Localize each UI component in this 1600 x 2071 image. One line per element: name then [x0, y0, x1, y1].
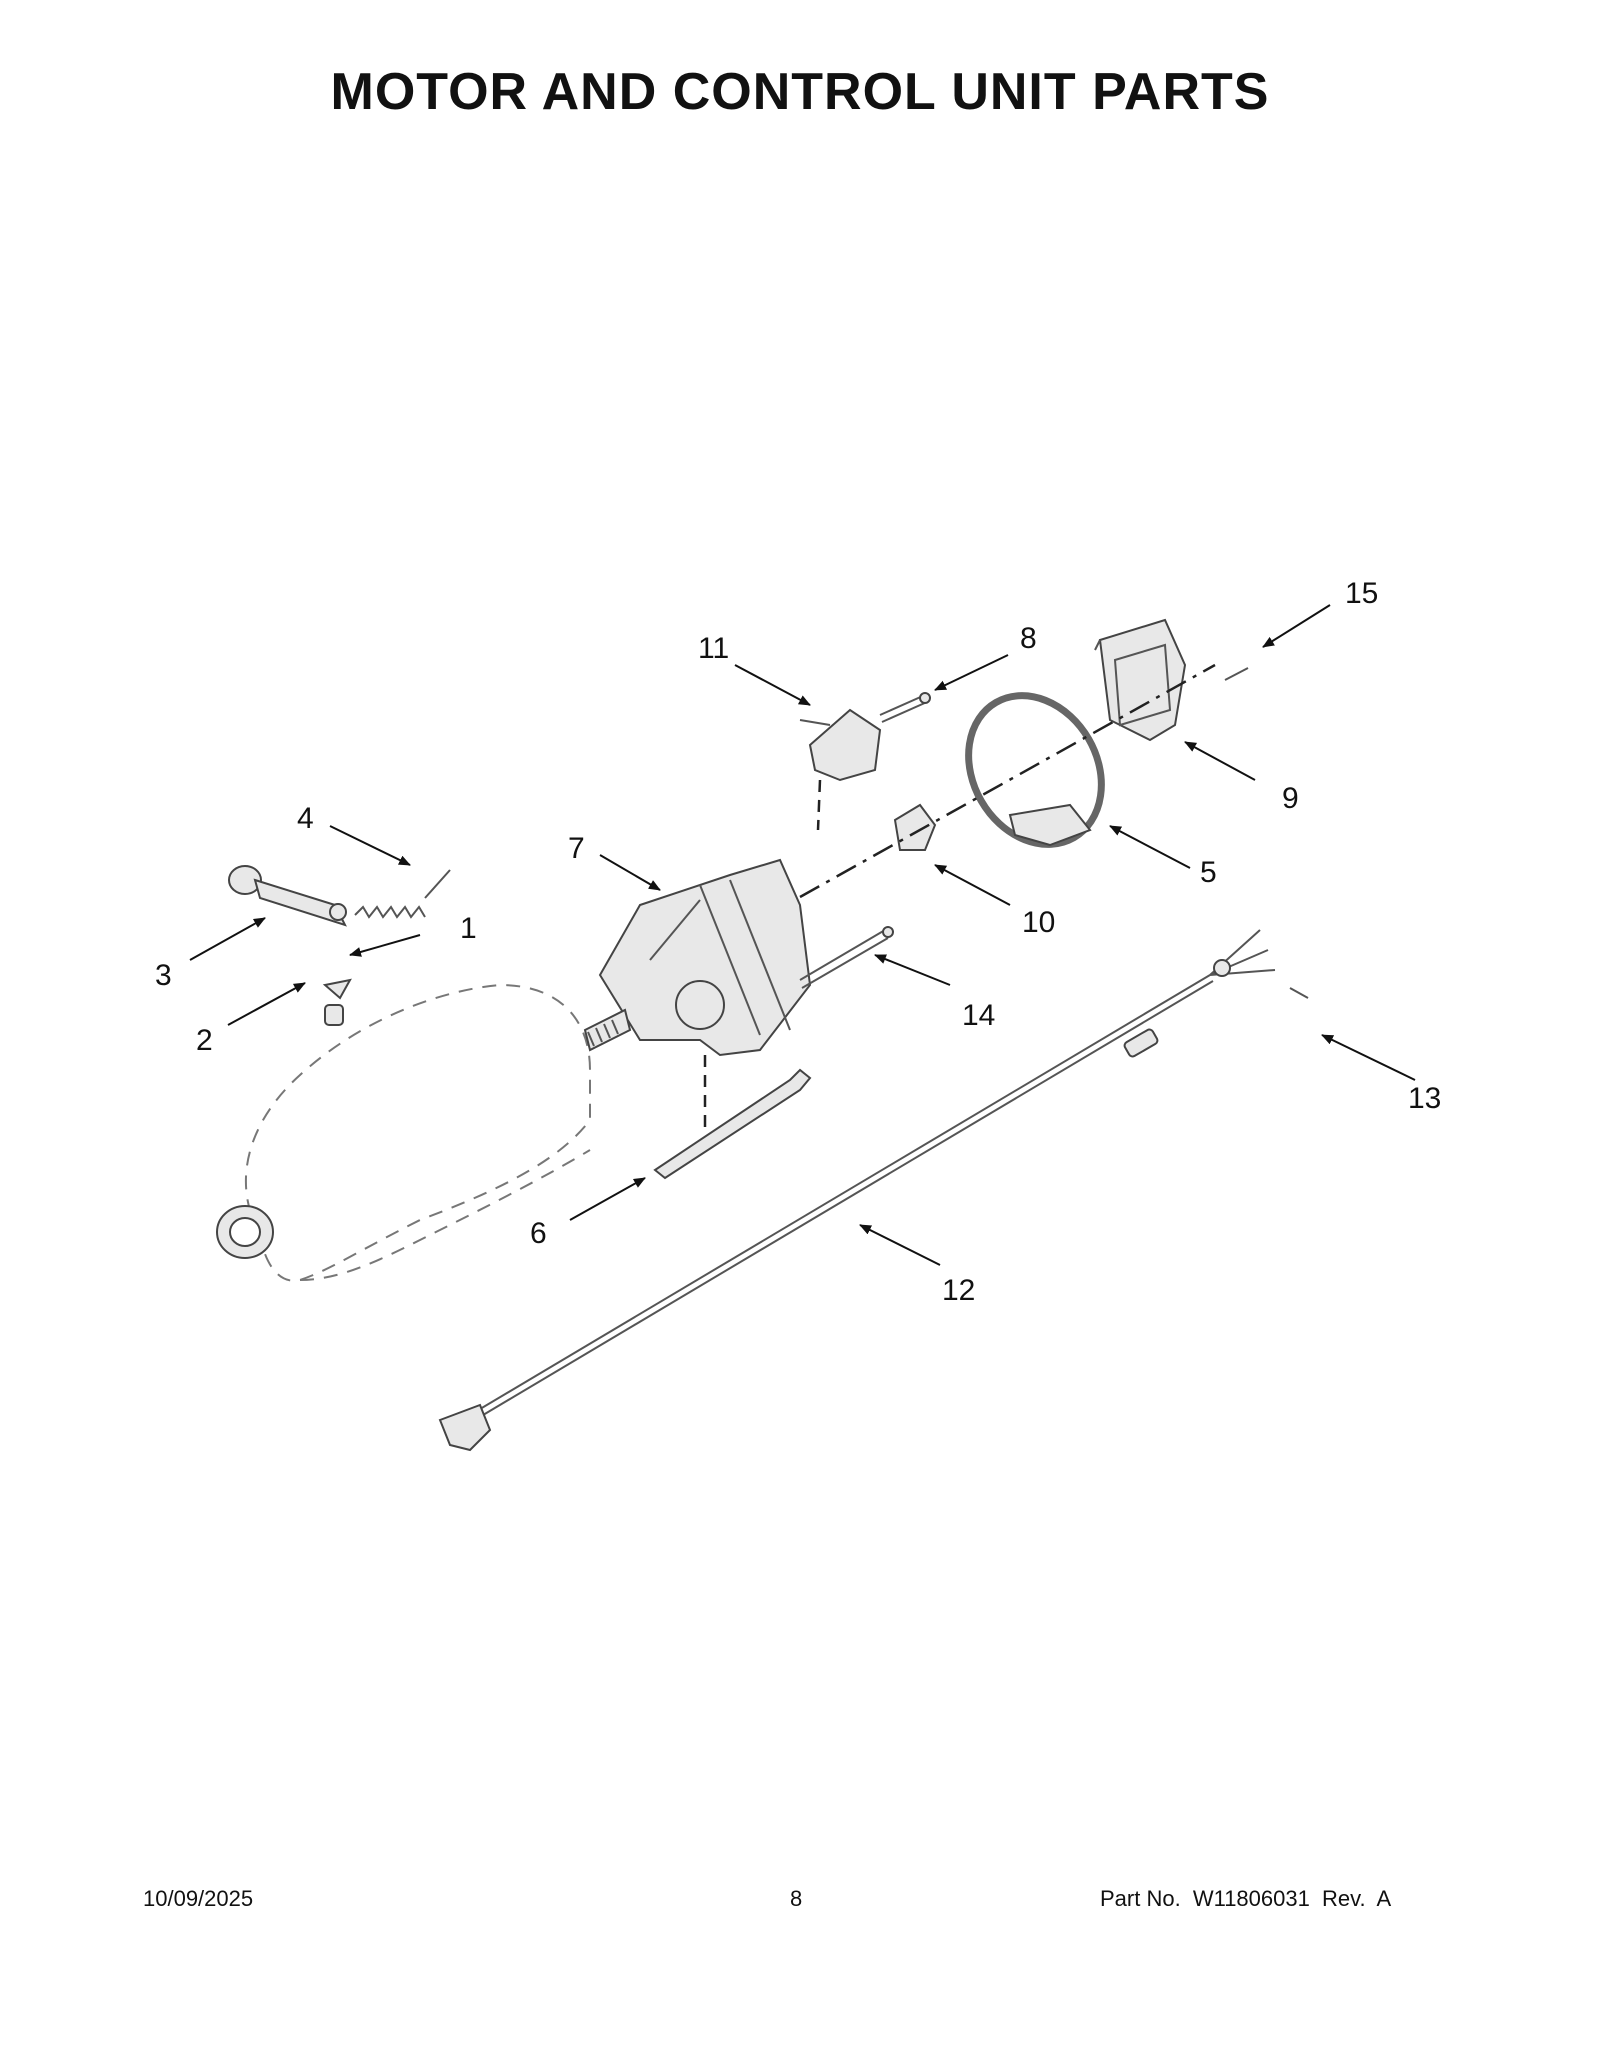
- footer-part-info: Part No. W11806031 Rev. A: [1100, 1886, 1397, 1912]
- leader-11: [734, 664, 811, 706]
- leader-10: [934, 864, 1011, 906]
- callout-9: 9: [1282, 782, 1299, 815]
- callout-5: 5: [1200, 856, 1217, 889]
- leader-6: [569, 1177, 646, 1221]
- callout-13: 13: [1408, 1082, 1441, 1115]
- part-8-screw: [879, 692, 931, 723]
- leader-13: [1321, 1034, 1416, 1081]
- callout-7: 7: [568, 832, 585, 865]
- part-2-screw: [324, 1004, 344, 1026]
- part-12-power-cord: [438, 929, 1276, 1452]
- part-13-screw: [1289, 987, 1309, 999]
- part-6-plate: [653, 1068, 812, 1180]
- callout-10: 10: [1022, 906, 1055, 939]
- part-3-lever: [228, 865, 347, 927]
- assembly-line-bracket: [816, 779, 822, 831]
- revision-label: Rev.: [1321, 1886, 1366, 1911]
- leader-1: [349, 934, 421, 957]
- callout-labels: 1 2 3 4 5 6 7 8 9 10 11 12 13 14 15: [155, 577, 1441, 1307]
- callout-15: 15: [1345, 577, 1378, 610]
- revision-value: A: [1376, 1886, 1392, 1911]
- part-5-ring: [965, 692, 1105, 848]
- part-4-spring: [354, 869, 451, 919]
- leader-14: [874, 954, 951, 986]
- page-title: MOTOR AND CONTROL UNIT PARTS: [330, 63, 1270, 121]
- part-10-sensor: [893, 803, 937, 851]
- mixer-head-phantom: [216, 983, 591, 1282]
- footer-page-number: 8: [790, 1886, 803, 1911]
- leader-9: [1184, 741, 1256, 781]
- callout-6: 6: [530, 1217, 547, 1250]
- leader-12: [859, 1224, 941, 1266]
- part-14-bolt: [799, 926, 894, 989]
- part-number-value: W11806031: [1192, 1886, 1310, 1911]
- part-number-label: Part No.: [1100, 1886, 1181, 1911]
- leader-5: [1109, 825, 1191, 869]
- leader-arrows: [189, 604, 1416, 1266]
- part-1-washer: [322, 978, 352, 1000]
- leader-3: [189, 917, 266, 961]
- leader-7: [599, 854, 661, 891]
- callout-8: 8: [1020, 622, 1037, 655]
- callout-1: 1: [460, 912, 477, 945]
- callout-12: 12: [942, 1274, 975, 1307]
- footer-date: 10/09/2025: [143, 1886, 254, 1911]
- leader-15: [1262, 604, 1331, 648]
- part-7-motor: [583, 858, 812, 1057]
- part-11-bracket: [799, 708, 882, 782]
- leader-4: [329, 825, 411, 866]
- leader-2: [227, 982, 306, 1026]
- part-9-control-board: [1094, 618, 1187, 742]
- callout-2: 2: [196, 1024, 213, 1057]
- leader-8: [934, 654, 1009, 691]
- assembly-centerline: [799, 663, 1216, 899]
- callout-3: 3: [155, 959, 172, 992]
- part-15-screw: [1224, 667, 1249, 681]
- callout-14: 14: [962, 999, 995, 1032]
- callout-11: 11: [698, 632, 729, 665]
- callout-4: 4: [297, 802, 314, 835]
